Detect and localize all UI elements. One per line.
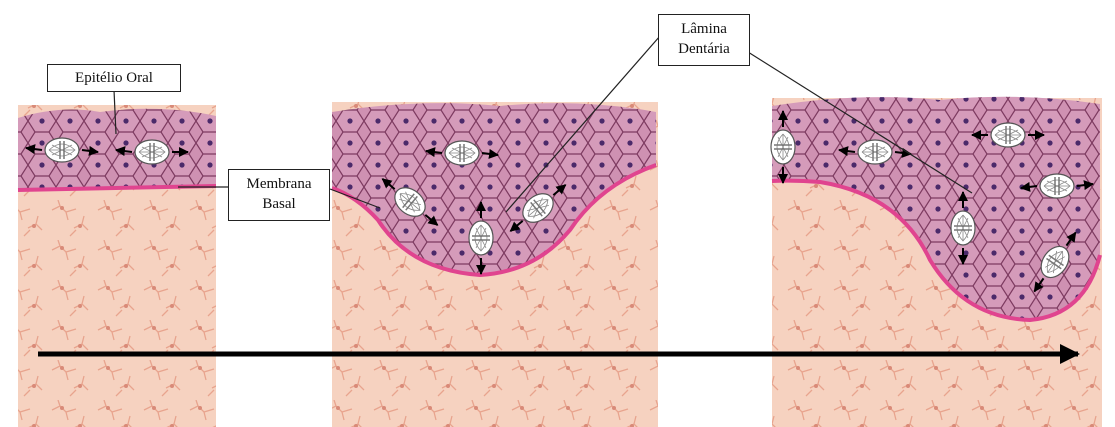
label-basal-membrane-line2: Basal <box>237 194 321 214</box>
label-basal-membrane-line1: Membrana <box>237 174 321 194</box>
panel-early-invagination <box>332 102 658 427</box>
label-dental-lamina-line2: Dentária <box>667 39 741 59</box>
label-oral-epithelium-text: Epitélio Oral <box>54 68 174 88</box>
label-basal-membrane: Membrana Basal <box>228 169 330 221</box>
label-oral-epithelium: Epitélio Oral <box>47 64 181 92</box>
label-dental-lamina-line1: Lâmina <box>667 19 741 39</box>
label-dental-lamina: Lâmina Dentária <box>658 14 750 66</box>
